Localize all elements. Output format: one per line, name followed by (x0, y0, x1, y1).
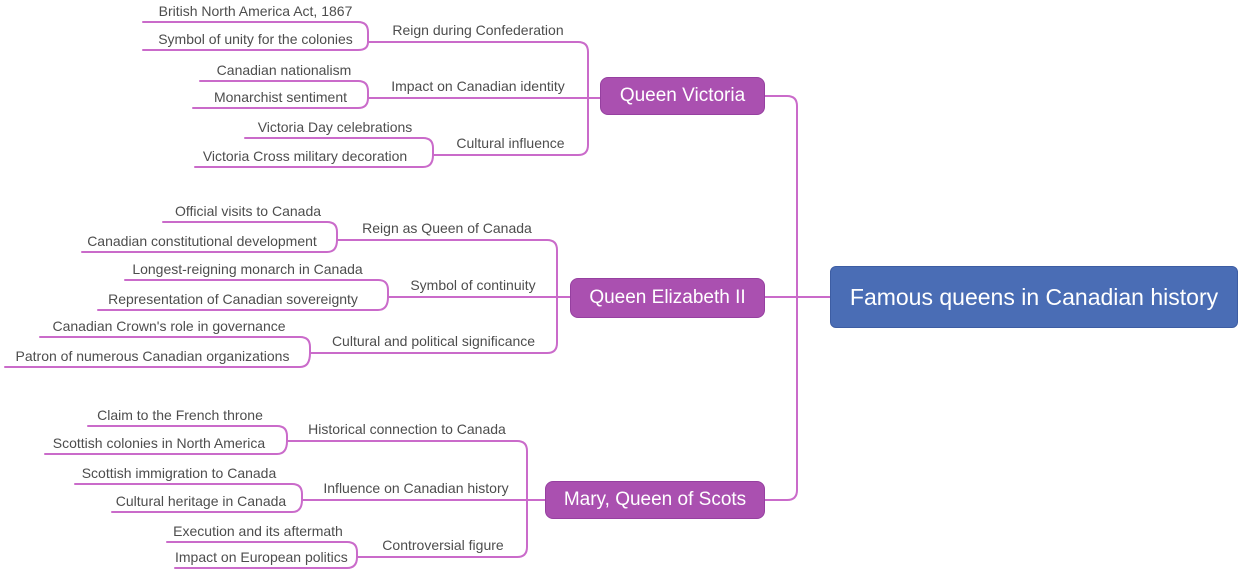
connector-leaf (162, 221, 338, 241)
connector-leaf (111, 499, 303, 513)
topic-node[interactable]: Reign as Queen of Canada (362, 220, 532, 236)
connector-leaf (4, 352, 311, 368)
topic-node[interactable]: Cultural and political significance (331, 333, 536, 349)
spine-connectors (764, 95, 831, 501)
leaf-node[interactable]: Scottish colonies in North America (52, 435, 266, 451)
connector-leaf (124, 279, 389, 298)
connector-leaf (74, 483, 303, 501)
leaf-node[interactable]: Longest-reigning monarch in Canada (132, 261, 363, 277)
topic-node[interactable]: Reign during Confederation (392, 22, 564, 38)
leaf-node[interactable]: Official visits to Canada (174, 203, 322, 219)
leaf-node[interactable]: Symbol of unity for the colonies (158, 31, 353, 47)
leaf-node[interactable]: Victoria Cross military decoration (202, 148, 408, 164)
leaf-node[interactable]: Victoria Day celebrations (257, 119, 413, 135)
connector-leaf (142, 41, 369, 51)
connector-leaf (44, 440, 288, 455)
branch-node-queen-elizabeth-ii[interactable]: Queen Elizabeth II (570, 278, 765, 318)
elizabeth-connectors (4, 221, 571, 368)
connector-leaf (81, 239, 338, 253)
topic-node[interactable]: Symbol of continuity (410, 277, 536, 293)
connector-leaf (97, 296, 389, 311)
leaf-node[interactable]: Scottish immigration to Canada (81, 465, 277, 481)
topic-node[interactable]: Historical connection to Canada (308, 421, 506, 437)
leaf-node[interactable]: British North America Act, 1867 (158, 3, 353, 19)
leaf-node[interactable]: Claim to the French throne (97, 407, 263, 423)
connector-leaf (199, 80, 369, 99)
topic-node[interactable]: Cultural influence (456, 135, 565, 151)
branch-node-mary-queen-of-scots[interactable]: Mary, Queen of Scots (545, 481, 765, 519)
leaf-node[interactable]: Impact on European politics (175, 549, 348, 565)
branch-node-queen-victoria[interactable]: Queen Victoria (600, 77, 765, 115)
leaf-node[interactable]: Representation of Canadian sovereignty (108, 291, 358, 307)
connector-leaf (244, 137, 434, 156)
connector-leaf (166, 541, 358, 558)
leaf-node[interactable]: Monarchist sentiment (213, 89, 348, 105)
connector-leaf (39, 336, 311, 354)
topic-node[interactable]: Influence on Canadian history (323, 480, 509, 496)
connector-leaf (142, 21, 369, 43)
leaf-node[interactable]: Canadian Crown's role in governance (52, 318, 286, 334)
leaf-node[interactable]: Execution and its aftermath (173, 523, 343, 539)
leaf-node[interactable]: Patron of numerous Canadian organization… (15, 348, 290, 364)
leaf-node[interactable]: Canadian nationalism (216, 62, 352, 78)
topic-node[interactable]: Impact on Canadian identity (391, 78, 565, 94)
victoria-connectors (142, 21, 601, 168)
connector-leaf (87, 425, 288, 442)
root-node[interactable]: Famous queens in Canadian history (830, 266, 1238, 328)
leaf-node[interactable]: Cultural heritage in Canada (115, 493, 287, 509)
connector-leaf (192, 97, 369, 109)
connector-leaf (194, 154, 434, 168)
mary-connectors (44, 425, 546, 569)
leaf-node[interactable]: Canadian constitutional development (87, 233, 317, 249)
topic-node[interactable]: Controversial figure (382, 537, 504, 553)
connector-leaf (174, 556, 358, 569)
